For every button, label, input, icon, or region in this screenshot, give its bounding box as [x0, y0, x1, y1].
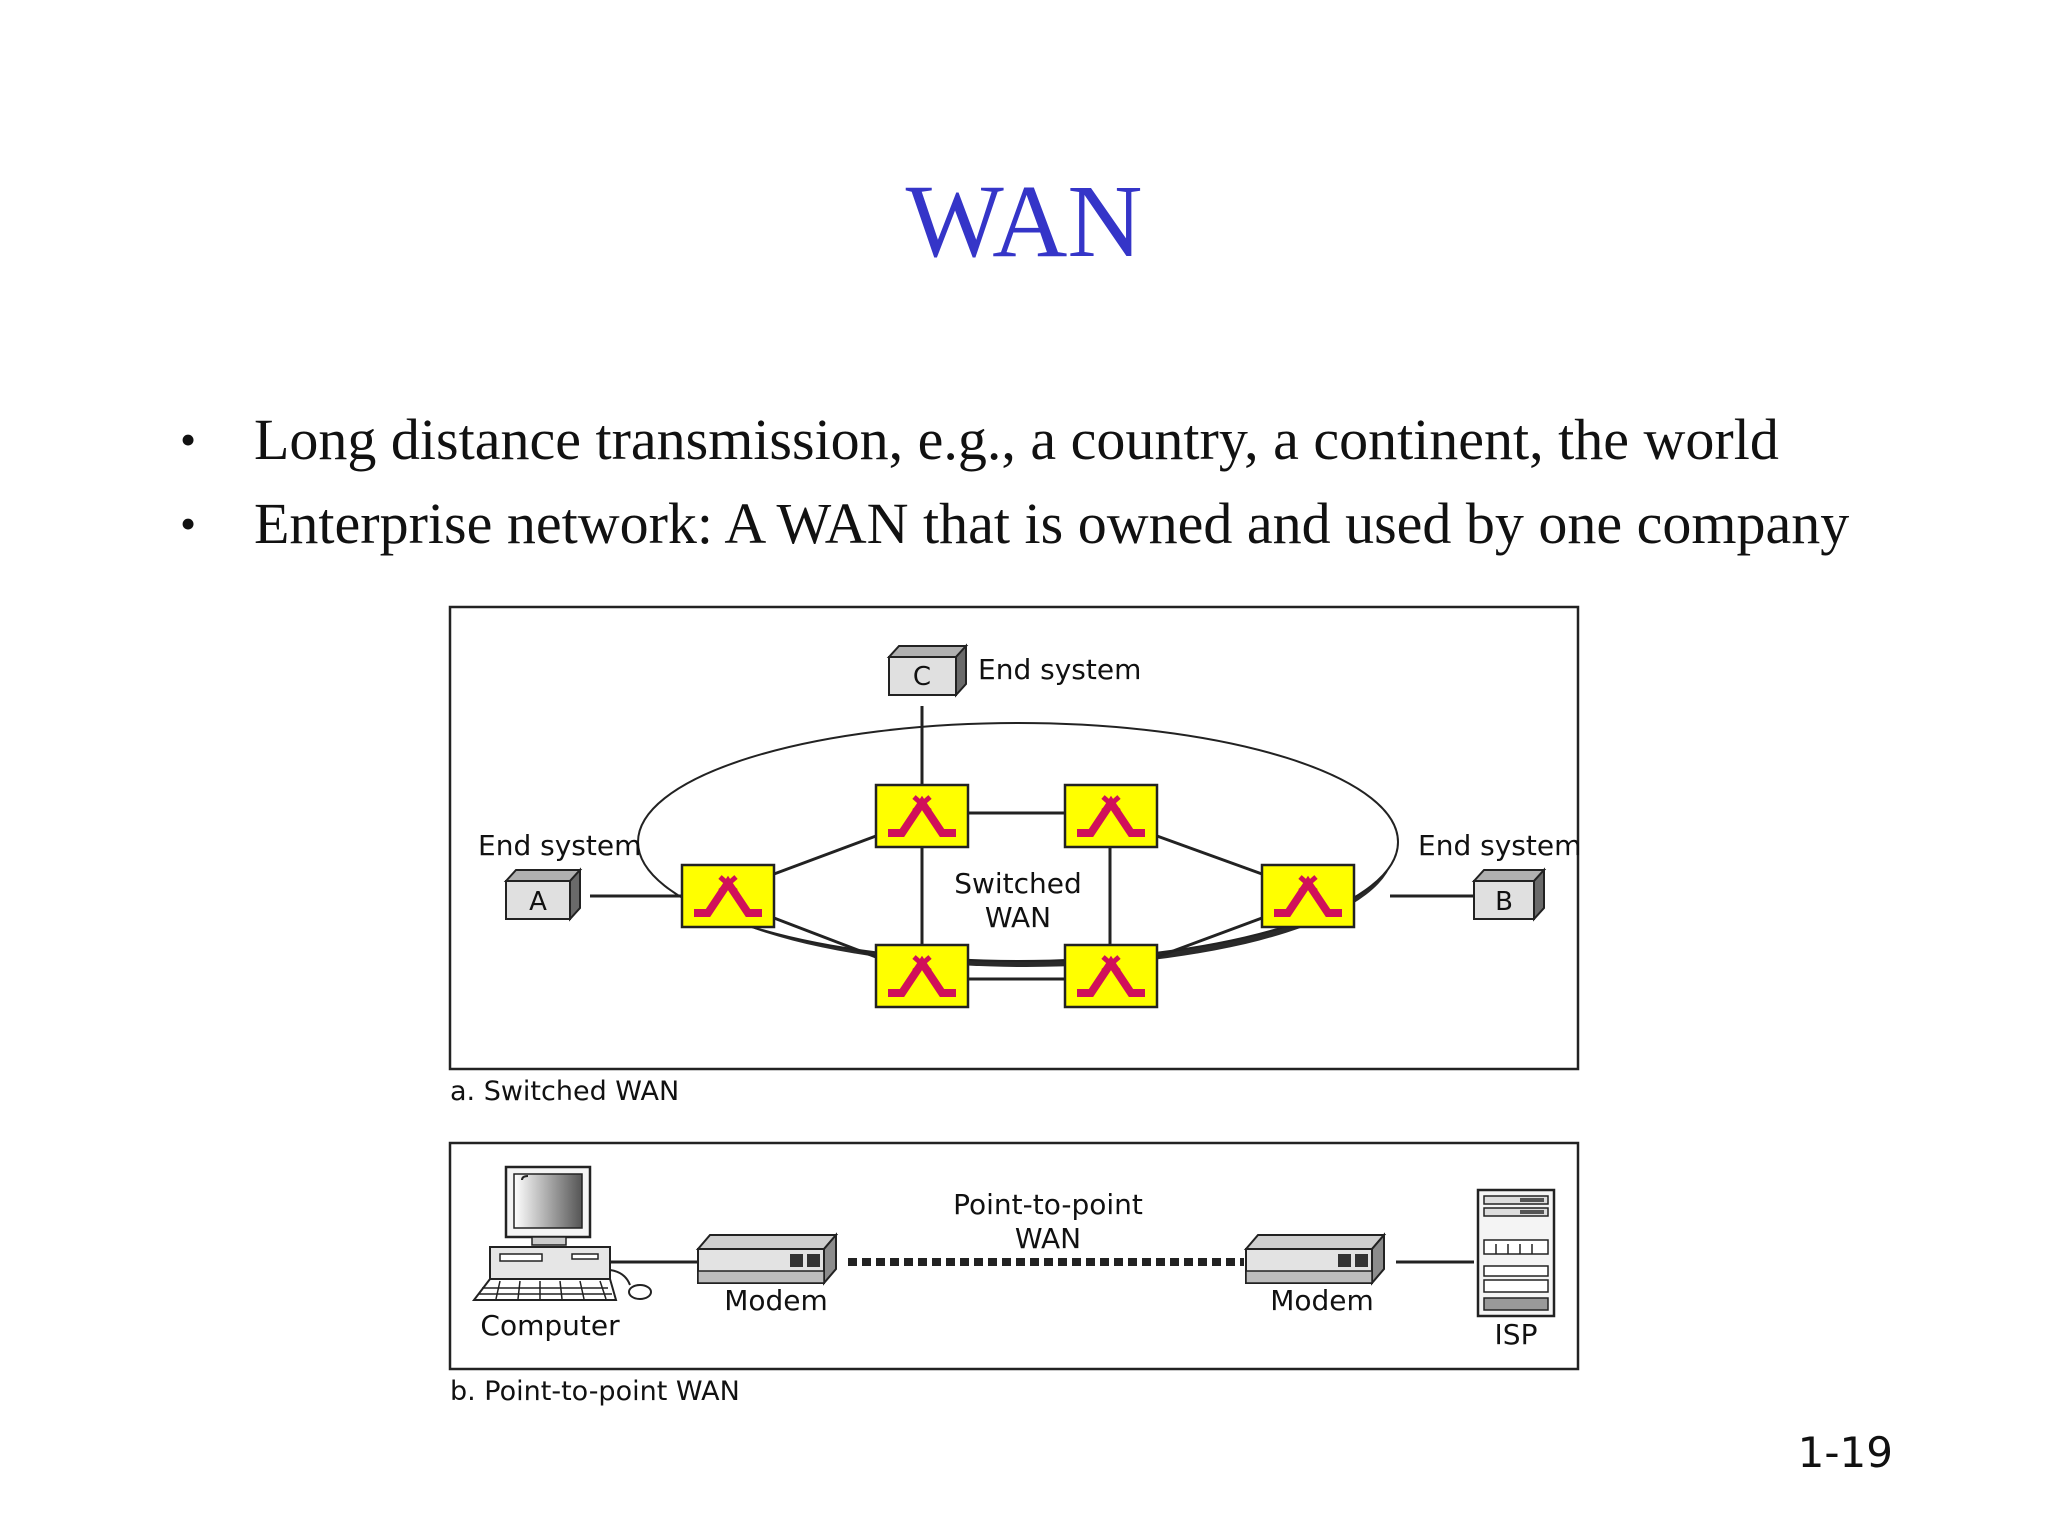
bullet-list: • Long distance transmission, e.g., a cou… [172, 398, 1849, 566]
modem-left-icon [697, 1234, 837, 1284]
modem-left-label: Modem [724, 1284, 828, 1317]
link-label-line1: Point-to-point [953, 1188, 1143, 1221]
wan-links [590, 706, 1474, 981]
link-label-line2: WAN [1015, 1222, 1081, 1255]
cloud-label-line2: WAN [985, 901, 1051, 934]
slide-title: WAN [905, 164, 1143, 279]
switch-bottom-right-icon [1065, 945, 1157, 1007]
switch-left-icon [682, 865, 774, 927]
end-system-b: B [1471, 867, 1547, 922]
end-system-a: A [503, 867, 583, 922]
figure-b-caption: b. Point-to-point WAN [450, 1376, 740, 1407]
modem-right-label: Modem [1270, 1284, 1374, 1317]
point-to-point-frame [448, 1141, 1580, 1371]
end-system-b-letter: B [1495, 887, 1513, 917]
modem-right-icon [1245, 1234, 1385, 1284]
computer-icon [471, 1165, 652, 1301]
figure-a-caption: a. Switched WAN [450, 1076, 679, 1107]
end-system-a-label: End system [478, 829, 641, 862]
bullet-item: • Long distance transmission, e.g., a cou… [172, 398, 1849, 482]
end-system-c-letter: C [913, 662, 931, 692]
isp-label: ISP [1495, 1318, 1538, 1351]
page-number: 1-19 [1797, 1428, 1893, 1477]
switch-bottom-left-icon [876, 945, 968, 1007]
switch-top-right-icon [1065, 785, 1157, 847]
bullet-text: Enterprise network: A WAN that is owned … [254, 491, 1850, 556]
end-system-b-label: End system [1418, 829, 1581, 862]
isp-server-icon [1476, 1188, 1556, 1318]
bullet-item: • Enterprise network: A WAN that is owned… [172, 482, 1849, 566]
bullet-dot: • [180, 414, 197, 465]
cloud-label-line1: Switched [954, 867, 1082, 900]
switch-right-icon [1262, 865, 1354, 927]
end-system-c: C [886, 643, 969, 698]
bullet-dot: • [180, 498, 197, 549]
computer-label: Computer [480, 1309, 620, 1342]
bullet-text: Long distance transmission, e.g., a coun… [254, 407, 1779, 472]
switched-wan-cloud [637, 722, 1399, 962]
switch-top-left-icon [876, 785, 968, 847]
end-system-a-letter: A [529, 887, 547, 917]
end-system-c-label: End system [978, 653, 1141, 686]
